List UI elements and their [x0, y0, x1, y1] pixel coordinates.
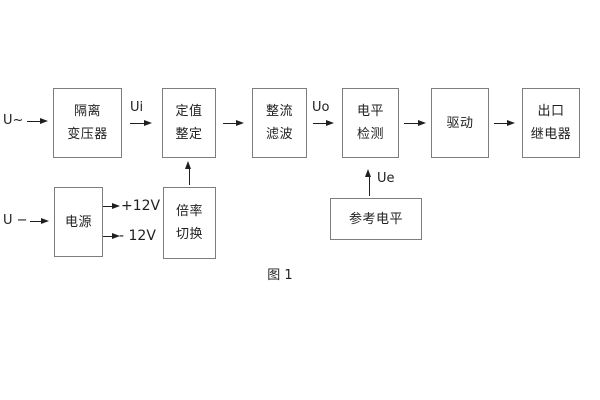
- arrow-level-to-drive: [404, 119, 426, 126]
- block-isolation-transformer: 隔离 变压器: [53, 88, 122, 158]
- block-label: 变压器: [67, 127, 108, 142]
- arrow-plus-12v: [103, 202, 120, 209]
- block-label: 滤波: [265, 127, 293, 142]
- block-drive: 驱动: [431, 88, 489, 158]
- block-label: 整流: [265, 104, 293, 119]
- arrow-ratio-switch-to-setting: [185, 161, 192, 185]
- block-label: 电平: [356, 104, 384, 119]
- arrow-dc-input: [30, 217, 49, 224]
- block-reference-level: 参考电平: [330, 198, 422, 240]
- arrow-drive-to-relay: [494, 119, 515, 126]
- block-ratio-switch: 倍率 切换: [163, 187, 216, 259]
- block-power-supply: 电源: [54, 187, 103, 257]
- block-label: 隔离: [73, 104, 101, 119]
- block-setting: 定值 整定: [162, 88, 216, 158]
- block-label: 切换: [175, 227, 203, 242]
- block-label: 参考电平: [348, 211, 403, 227]
- label-ui-signal: Ui: [130, 100, 144, 115]
- block-level-detection: 电平 检测: [342, 88, 399, 158]
- block-label: 出口: [537, 104, 565, 119]
- arrow-ac-input: [27, 117, 48, 124]
- block-label: 倍率: [175, 204, 203, 219]
- arrow-transformer-to-setting: [130, 119, 152, 126]
- label-dc-input: U −: [3, 213, 28, 228]
- block-label: 驱动: [446, 115, 474, 131]
- block-output-relay: 出口 继电器: [522, 88, 580, 158]
- block-label: 定值: [175, 104, 203, 119]
- block-label: 检测: [356, 127, 384, 142]
- arrow-minus-12v: [103, 232, 120, 239]
- arrow-reference-to-level-detection: [365, 169, 372, 196]
- block-label: 继电器: [530, 127, 572, 142]
- block-label: 电源: [64, 214, 92, 230]
- label-minus-12v: - 12V: [119, 228, 156, 244]
- arrow-rectifier-to-level: [313, 119, 334, 126]
- figure-caption: 图 1: [267, 268, 293, 283]
- label-uo-signal: Uo: [312, 100, 330, 115]
- label-ac-input: U~: [3, 113, 24, 128]
- label-ue-signal: Ue: [377, 171, 395, 186]
- block-rectifier-filter: 整流 滤波: [252, 88, 307, 158]
- block-label: 整定: [175, 127, 203, 142]
- arrow-setting-to-rectifier: [223, 119, 244, 126]
- label-plus-12v: +12V: [121, 198, 161, 214]
